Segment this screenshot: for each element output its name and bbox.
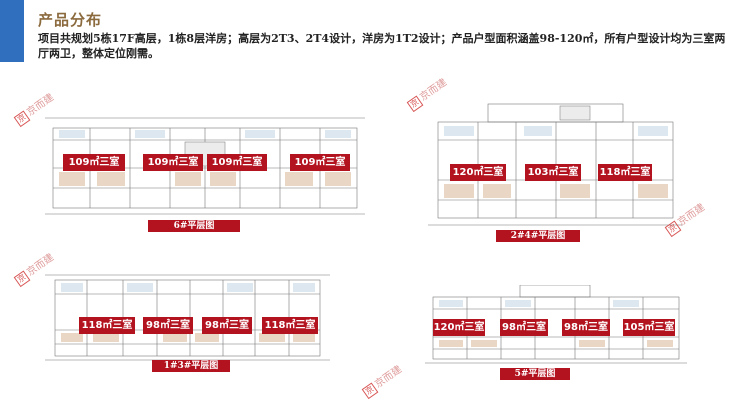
unit-label: 98㎡三室 bbox=[143, 317, 193, 334]
floor-plan-5: 120㎡三室 98㎡三室 98㎡三室 105㎡三室 bbox=[425, 285, 687, 365]
floor-plan-2-4-drawing bbox=[428, 103, 683, 226]
floor-plan-6: 109㎡三室 109㎡三室 109㎡三室 109㎡三室 bbox=[45, 110, 365, 220]
unit-label: 109㎡三室 bbox=[290, 154, 350, 171]
unit-label: 98㎡三室 bbox=[202, 317, 252, 334]
floor-plan-2-4: 120㎡三室 103㎡三室 118㎡三室 bbox=[428, 100, 683, 230]
corner-accent-bar bbox=[0, 0, 24, 62]
watermark-logo: 京京而建 bbox=[359, 361, 404, 400]
unit-label: 118㎡三室 bbox=[79, 317, 135, 334]
unit-label: 109㎡三室 bbox=[63, 154, 125, 171]
unit-label: 120㎡三室 bbox=[450, 164, 506, 181]
page-title: 产品分布 bbox=[38, 11, 103, 29]
floor-plan-1-3: 118㎡三室 98㎡三室 98㎡三室 118㎡三室 bbox=[45, 272, 330, 362]
unit-label: 103㎡三室 bbox=[525, 164, 581, 181]
plan-caption-6: 6#平层图 bbox=[148, 220, 240, 232]
page-description: 项目共规划5栋17F高层，1栋8层洋房；高层为2T3、2T4设计，洋房为1T2设… bbox=[38, 32, 726, 60]
unit-label: 98㎡三室 bbox=[562, 319, 610, 336]
unit-label: 98㎡三室 bbox=[500, 319, 548, 336]
unit-label: 118㎡三室 bbox=[598, 164, 652, 181]
unit-label: 109㎡三室 bbox=[143, 154, 203, 171]
unit-label: 109㎡三室 bbox=[207, 154, 267, 171]
plan-caption-1-3: 1#3#平层图 bbox=[152, 360, 230, 372]
unit-label: 118㎡三室 bbox=[262, 317, 318, 334]
unit-label: 105㎡三室 bbox=[623, 319, 675, 336]
plan-caption-2-4: 2#4#平层图 bbox=[496, 230, 580, 242]
unit-label: 120㎡三室 bbox=[433, 319, 485, 336]
plan-caption-5: 5#平层图 bbox=[500, 368, 570, 380]
